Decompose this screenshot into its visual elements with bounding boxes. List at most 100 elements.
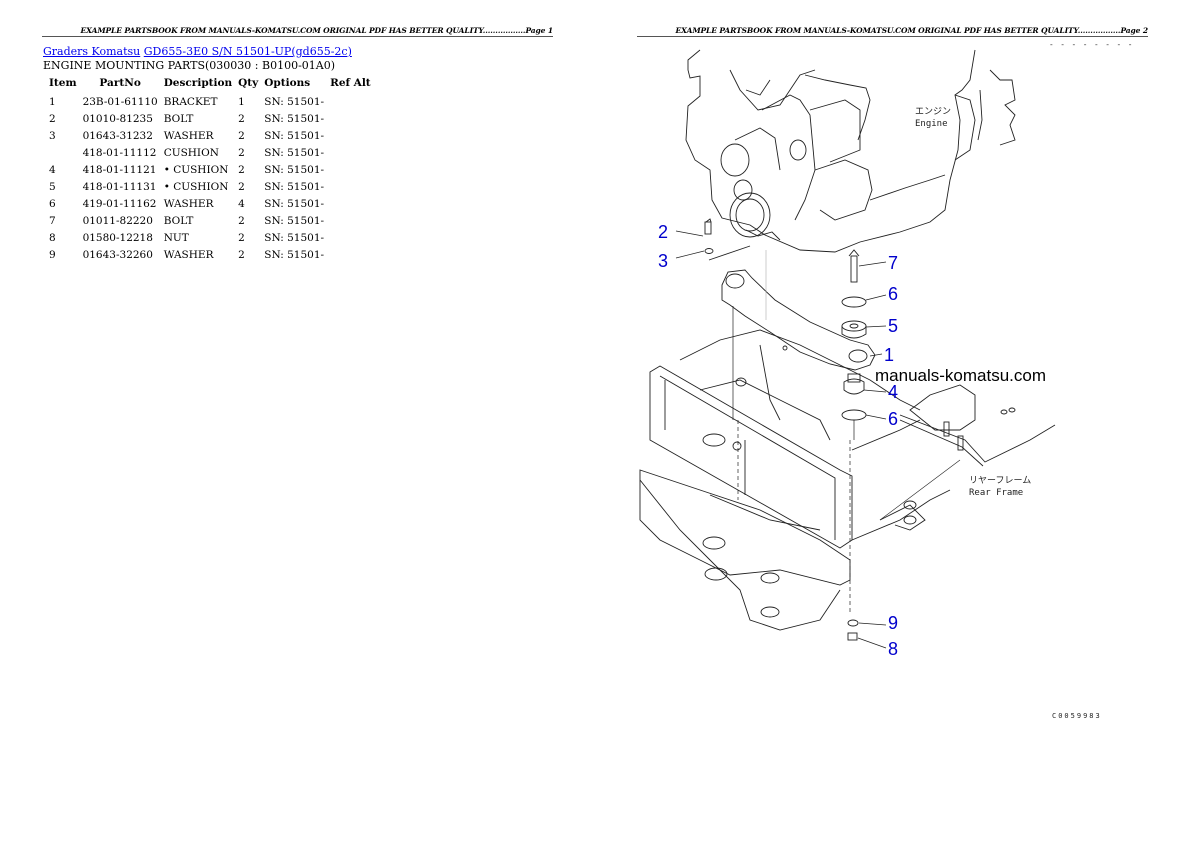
cell-item: 9 xyxy=(49,248,56,261)
cell-partno: 01010-81235 xyxy=(82,112,153,125)
table-row: 4 418-01-11121 • CUSHION 2 SN: 51501- xyxy=(43,161,374,178)
cell-options: SN: 51501- xyxy=(264,146,325,159)
cell-options: SN: 51501- xyxy=(264,214,325,227)
cell-refalt xyxy=(327,127,374,144)
cell-refalt xyxy=(327,195,374,212)
bolt-washer-left xyxy=(675,218,751,261)
rear-frame-label-en: Rear Frame xyxy=(969,488,1024,498)
cell-refalt xyxy=(327,110,374,127)
engine-label: エンジン Engine xyxy=(915,106,951,130)
cell-description: • CUSHION xyxy=(163,180,229,193)
cell-options: SN: 51501- xyxy=(264,129,325,142)
col-description: Description xyxy=(163,77,233,89)
table-row: 3 01643-31232 WASHER 2 SN: 51501- xyxy=(43,127,374,144)
table-row: 8 01580-12218 NUT 2 SN: 51501- xyxy=(43,229,374,246)
table-row: 2 01010-81235 BOLT 2 SN: 51501- xyxy=(43,110,374,127)
cell-item: 3 xyxy=(49,129,56,142)
table-row: 1 23B-01-61110 BRACKET 1 SN: 51501- xyxy=(43,93,374,110)
mount-stack-right xyxy=(841,249,887,440)
col-item: Item xyxy=(49,77,77,89)
cell-partno: 418-01-11131 xyxy=(82,180,157,193)
callout-6-bottom[interactable]: 6 xyxy=(888,409,899,429)
cell-options: SN: 51501- xyxy=(264,248,325,261)
cell-partno: 01643-32260 xyxy=(82,248,153,261)
cell-qty: 2 xyxy=(238,129,245,142)
col-options: Options xyxy=(264,77,311,89)
top-dots: - - - - - - - - xyxy=(1050,40,1135,49)
cell-qty: 2 xyxy=(238,146,245,159)
callout-1[interactable]: 1 xyxy=(884,345,895,365)
breadcrumb-link-graders[interactable]: Graders Komatsu xyxy=(43,45,141,58)
callout-7[interactable]: 7 xyxy=(888,253,899,273)
bracket-drawing xyxy=(721,250,876,420)
cell-description: NUT xyxy=(163,231,189,244)
callout-8[interactable]: 8 xyxy=(888,639,899,659)
cell-item: 2 xyxy=(49,112,56,125)
cell-refalt xyxy=(327,212,374,229)
cell-item: 6 xyxy=(49,197,56,210)
section-title: ENGINE MOUNTING PARTS(030030 : B0100-01A… xyxy=(43,59,336,72)
callout-2[interactable]: 2 xyxy=(658,222,669,242)
cell-options: SN: 51501- xyxy=(264,197,325,210)
callout-5[interactable]: 5 xyxy=(888,316,899,336)
cell-qty: 2 xyxy=(238,214,245,227)
cell-description: WASHER xyxy=(163,248,214,261)
cell-qty: 1 xyxy=(238,95,245,108)
cell-options: SN: 51501- xyxy=(264,163,325,176)
cell-description: WASHER xyxy=(163,129,214,142)
page-1-header: EXAMPLE PARTSBOOK FROM MANUALS-KOMATSU.C… xyxy=(42,26,553,37)
cell-qty: 2 xyxy=(238,248,245,261)
cell-qty: 2 xyxy=(238,112,245,125)
breadcrumb-link-model[interactable]: GD655-3E0 S/N 51501-UP(gd655-2c) xyxy=(143,45,352,58)
cell-options: SN: 51501- xyxy=(264,180,325,193)
table-row: 6 419-01-11162 WASHER 4 SN: 51501- xyxy=(43,195,374,212)
cell-item: 4 xyxy=(49,163,56,176)
table-row: 9 01643-32260 WASHER 2 SN: 51501- xyxy=(43,246,374,263)
cell-partno: 01643-31232 xyxy=(82,129,153,142)
cell-partno: 418-01-11121 xyxy=(82,163,157,176)
cell-item xyxy=(43,144,80,161)
watermark: manuals-komatsu.com xyxy=(875,366,1047,385)
callout-6-top[interactable]: 6 xyxy=(888,284,899,304)
cell-description: BRACKET xyxy=(163,95,218,108)
page-2: EXAMPLE PARTSBOOK FROM MANUALS-KOMATSU.C… xyxy=(595,0,1190,842)
col-refalt: Ref Alt xyxy=(330,77,371,89)
cell-options: SN: 51501- xyxy=(264,231,325,244)
cell-qty: 2 xyxy=(238,180,245,193)
cell-description: WASHER xyxy=(163,197,214,210)
cell-item: 1 xyxy=(49,95,56,108)
cell-description: CUSHION xyxy=(163,146,219,159)
rear-frame-label: リヤーフレーム Rear Frame xyxy=(969,475,1031,499)
rear-frame-label-jp: リヤーフレーム xyxy=(969,476,1032,486)
page-1: EXAMPLE PARTSBOOK FROM MANUALS-KOMATSU.C… xyxy=(42,26,553,263)
cell-item: 5 xyxy=(49,180,56,193)
exploded-parts-diagram xyxy=(639,49,1056,649)
drawing-code: C0059983 xyxy=(1052,712,1102,720)
callout-9[interactable]: 9 xyxy=(888,613,899,633)
cell-qty: 2 xyxy=(238,163,245,176)
cell-refalt xyxy=(327,144,374,161)
breadcrumb: Graders Komatsu GD655-3E0 S/N 51501-UP(g… xyxy=(43,45,352,58)
cell-partno: 419-01-11162 xyxy=(82,197,157,210)
cell-description: BOLT xyxy=(163,214,194,227)
cell-item: 8 xyxy=(49,231,56,244)
rear-plate-drawing xyxy=(879,384,1056,521)
cell-refalt xyxy=(327,93,374,110)
cell-refalt xyxy=(327,161,374,178)
cell-partno: 23B-01-61110 xyxy=(82,95,158,108)
engine-drawing xyxy=(685,49,1016,253)
callout-4[interactable]: 4 xyxy=(888,382,899,402)
cell-options: SN: 51501- xyxy=(264,95,325,108)
cell-refalt xyxy=(327,178,374,195)
cell-refalt xyxy=(327,229,374,246)
table-row: 7 01011-82220 BOLT 2 SN: 51501- xyxy=(43,212,374,229)
col-partno: PartNo xyxy=(99,77,141,89)
rear-frame-drawing xyxy=(639,329,951,631)
cell-qty: 4 xyxy=(238,197,245,210)
cell-partno: 418-01-11112 xyxy=(82,146,157,159)
callout-3[interactable]: 3 xyxy=(658,251,669,271)
col-qty: Qty xyxy=(238,77,259,89)
table-header-row: Item PartNo Description Qty Options Ref … xyxy=(43,76,374,93)
nut-washer-bottom xyxy=(847,619,887,649)
cell-partno: 01011-82220 xyxy=(82,214,153,227)
